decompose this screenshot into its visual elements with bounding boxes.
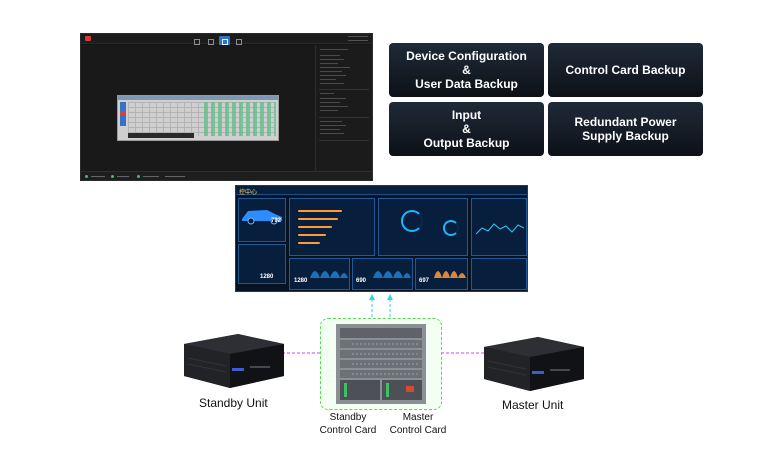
- video-wall-display: 控中心 792 1280 1280 690 697: [235, 185, 528, 292]
- video-wall-title: 控中心: [239, 190, 258, 196]
- text-panel: [471, 258, 527, 290]
- bottom-panel-2: [352, 258, 413, 290]
- app-statusbar: [81, 171, 372, 180]
- monitor-icon: [191, 36, 202, 48]
- settings-icon: [233, 36, 244, 48]
- wave-chart-2: [373, 271, 411, 278]
- bottom-panel-1: [289, 258, 350, 290]
- gauge-right: [443, 220, 459, 236]
- right-upper-panel: [471, 198, 527, 256]
- wave-chart-3: [434, 271, 466, 278]
- feature-io-backup: Input & Output Backup: [389, 102, 544, 156]
- feature-power-backup: Redundant Power Supply Backup: [548, 102, 703, 156]
- app-toolbar: [191, 36, 247, 50]
- master-unit-device: [484, 337, 584, 391]
- gauge-center: [401, 210, 423, 232]
- standby-control-card: [340, 380, 380, 400]
- kpi-value-5: 697: [419, 278, 430, 284]
- master-unit-label: Master Unit: [502, 398, 564, 412]
- wave-chart-1: [310, 271, 348, 278]
- kpi-value-4: 690: [356, 278, 367, 284]
- app-logo-icon: [85, 36, 91, 41]
- standby-unit-label: Standby Unit: [199, 396, 268, 410]
- feature-device-config-backup: Device Configuration & User Data Backup: [389, 43, 544, 97]
- car-panel: [238, 198, 286, 242]
- window-controls: [348, 36, 368, 41]
- bottom-panel-3: [415, 258, 468, 290]
- left-lower-panel: [238, 244, 286, 284]
- standby-control-card-label: Standby Control Card: [319, 412, 377, 436]
- kpi-value-2: 1280: [260, 274, 274, 280]
- app-canvas: [81, 45, 316, 172]
- standby-unit-device: [184, 334, 284, 388]
- grid-icon: [205, 36, 216, 48]
- master-control-card-label: Master Control Card: [389, 412, 447, 436]
- master-control-card: [382, 380, 422, 400]
- video-wall-header: 控中心: [236, 186, 527, 196]
- car-icon: [242, 210, 282, 225]
- software-screenshot: [80, 33, 373, 181]
- feature-control-card-backup: Control Card Backup: [548, 43, 703, 97]
- routing-matrix: [117, 95, 279, 141]
- right-chart: [476, 223, 524, 235]
- kpi-value-3: 1280: [294, 278, 308, 284]
- matrix-icon: [219, 36, 230, 48]
- app-properties-panel: [315, 45, 372, 172]
- matrix-chassis: [336, 324, 426, 404]
- kpi-value-1: 792: [271, 218, 282, 224]
